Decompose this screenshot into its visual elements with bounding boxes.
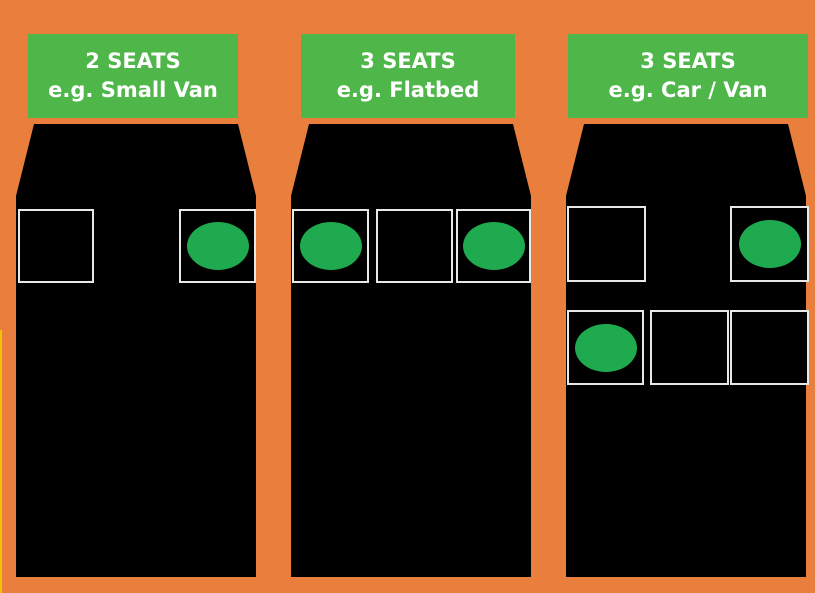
seat-1 — [292, 209, 369, 283]
seat-3 — [456, 209, 531, 283]
vehicle-label-small-van: 2 SEATS e.g. Small Van — [28, 34, 238, 118]
vehicle-example-label: e.g. Car / Van — [568, 76, 808, 105]
vehicle-example-label: e.g. Flatbed — [301, 76, 515, 105]
vehicle-label-flatbed: 3 SEATS e.g. Flatbed — [301, 34, 515, 118]
occupied-seat-marker — [463, 222, 525, 270]
seat-2 — [179, 209, 256, 283]
seat-2 — [730, 206, 809, 282]
seat-4 — [650, 310, 729, 385]
occupied-seat-marker — [575, 324, 637, 372]
vehicle-example-label: e.g. Small Van — [28, 76, 238, 105]
occupied-seat-marker — [739, 220, 801, 268]
seat-2 — [376, 209, 453, 283]
seat-1 — [18, 209, 94, 283]
vehicle-label-car-van: 3 SEATS e.g. Car / Van — [568, 34, 808, 118]
vehicle-small-van: 2 SEATS e.g. Small Van — [16, 0, 256, 593]
seat-count-label: 2 SEATS — [28, 47, 238, 76]
occupied-seat-marker — [300, 222, 362, 270]
vehicle-flatbed: 3 SEATS e.g. Flatbed — [291, 0, 531, 593]
seat-1 — [567, 206, 646, 282]
seat-count-label: 3 SEATS — [568, 47, 808, 76]
seat-3 — [567, 310, 644, 385]
seat-count-label: 3 SEATS — [301, 47, 515, 76]
vehicle-car-van: 3 SEATS e.g. Car / Van — [566, 0, 806, 593]
left-edge-strip — [0, 330, 2, 593]
occupied-seat-marker — [187, 222, 249, 270]
seat-5 — [730, 310, 809, 385]
